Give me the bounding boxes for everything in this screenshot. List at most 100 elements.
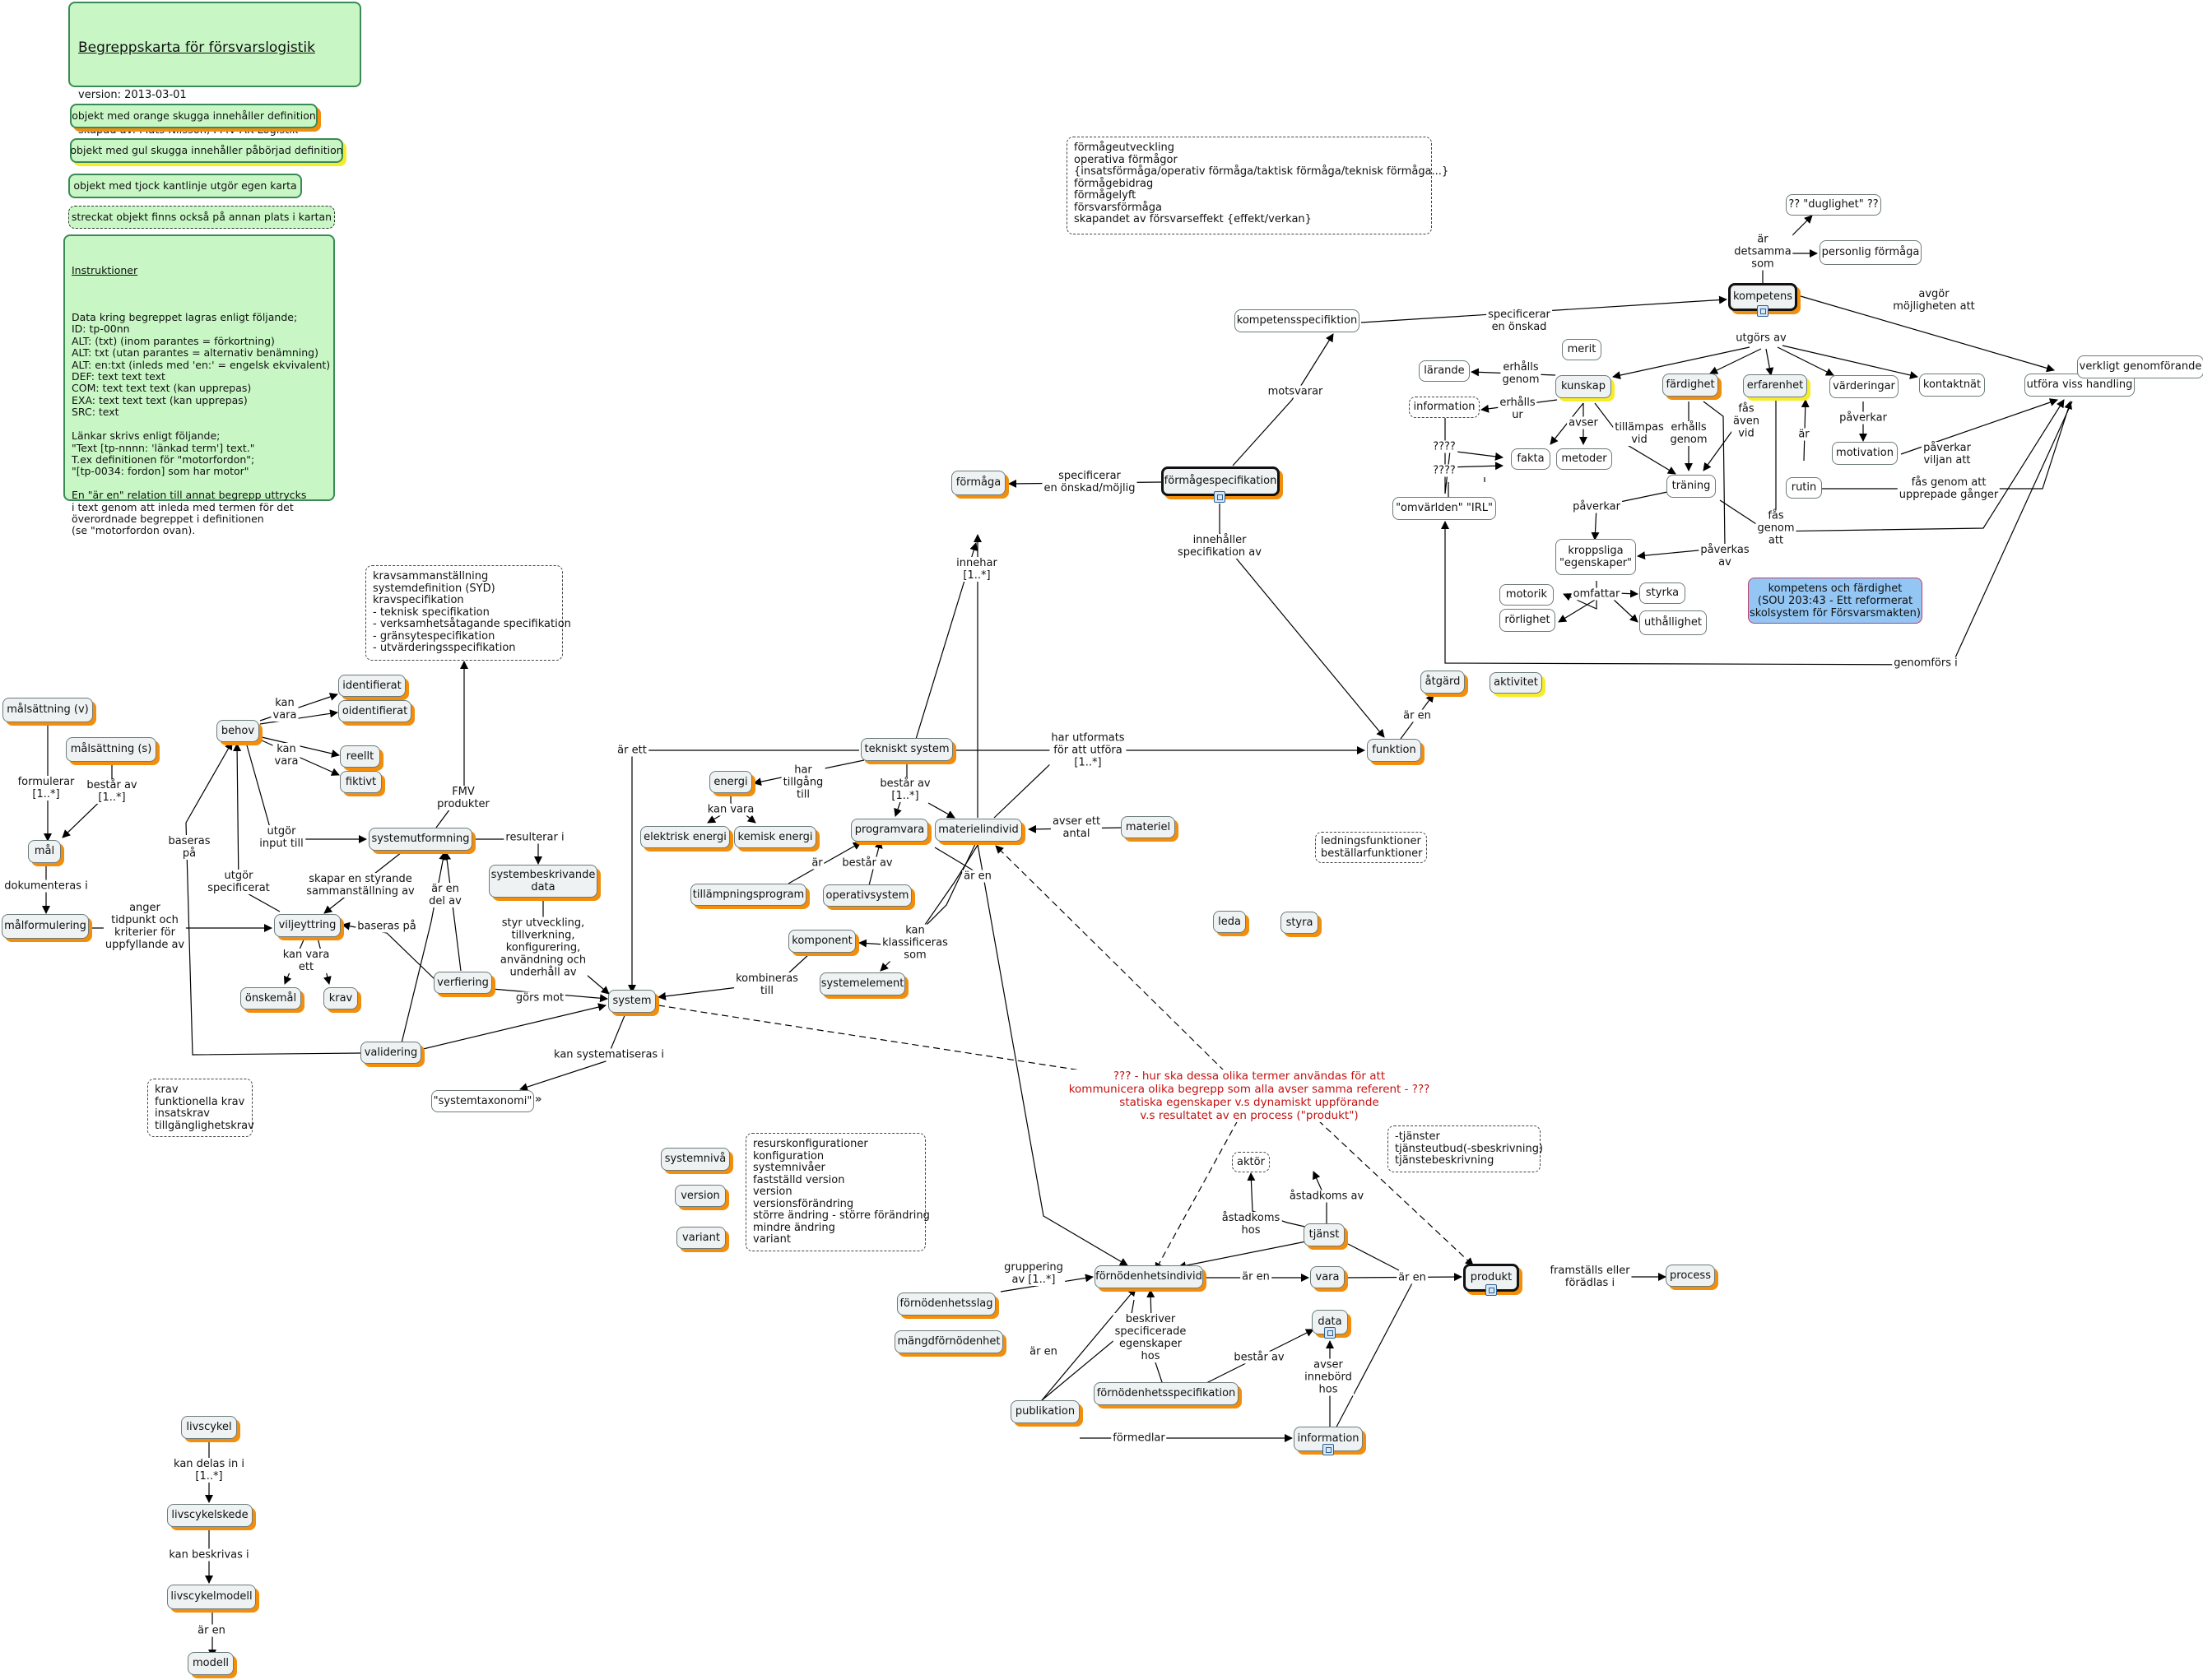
concept-leda[interactable]: leda	[1213, 911, 1246, 933]
concept-kroppsliga-egenskaper[interactable]: kroppsliga "egenskaper"	[1555, 539, 1636, 575]
concept-onskemal[interactable]: önskemål	[240, 987, 301, 1009]
concept-livscykelmodell[interactable]: livscykelmodell	[167, 1585, 256, 1609]
concept-fornodenhetsslag[interactable]: förnödenhetsslag	[897, 1292, 996, 1316]
concept-malsattning-s[interactable]: målsättning (s)	[66, 737, 156, 762]
concept-systemtaxonomi[interactable]: "systemtaxonomi"	[431, 1090, 534, 1112]
concept-traning[interactable]: träning	[1666, 475, 1716, 498]
concept-tillampningsprogram[interactable]: tillämpningsprogram	[690, 884, 806, 906]
concept-kontaktnat[interactable]: kontaktnät	[1919, 374, 1985, 397]
concept-motivation[interactable]: motivation	[1832, 442, 1898, 465]
concept-erfarenhet[interactable]: erfarenhet	[1743, 374, 1807, 397]
concept-styrka[interactable]: styrka	[1639, 582, 1685, 604]
submap-icon[interactable]	[1485, 1284, 1497, 1296]
link-label: utgör input till	[258, 825, 305, 850]
link-label: anger tidpunkt och kriterier för uppfyll…	[103, 902, 187, 951]
concept-mal[interactable]: mål	[28, 840, 61, 863]
link-label: är en del av	[427, 883, 463, 907]
concept-varderingar[interactable]: värderingar	[1829, 375, 1899, 398]
concept-krav[interactable]: krav	[323, 987, 358, 1009]
link-label: baseras på	[166, 835, 212, 860]
concept-kompetensspecifiktion[interactable]: kompetensspecifiktion	[1234, 309, 1359, 332]
submap-icon[interactable]	[1324, 1327, 1336, 1339]
concept-system[interactable]: system	[608, 990, 656, 1013]
concept-fornodenhetsindivid[interactable]: förnödenhetsindivid	[1095, 1265, 1203, 1288]
concept-aktor[interactable]: aktör	[1232, 1152, 1270, 1172]
concept-process[interactable]: process	[1666, 1265, 1715, 1287]
concept-fardighet[interactable]: färdighet	[1662, 374, 1718, 397]
concept-materiel[interactable]: materiel	[1121, 816, 1175, 838]
link-label: dokumenteras i	[2, 879, 90, 893]
concept-verfiering[interactable]: verfiering	[434, 972, 492, 994]
concept-energi[interactable]: energi	[709, 771, 752, 793]
map-version: version: 2013-03-01	[78, 88, 187, 101]
concept-materielindivid[interactable]: materielindivid	[935, 819, 1022, 842]
concept-systemutformning[interactable]: systemutformning	[369, 828, 472, 851]
concept-livscykelskede[interactable]: livscykelskede	[167, 1504, 253, 1527]
link-label: påverkar	[1571, 500, 1622, 513]
link-label: kan vara ett	[281, 949, 332, 973]
concept-tjanst[interactable]: tjänst	[1304, 1223, 1345, 1246]
concept-livscykel[interactable]: livscykel	[181, 1416, 237, 1439]
concept-operativsystem[interactable]: operativsystem	[823, 884, 912, 907]
concept-larande[interactable]: lärande	[1419, 360, 1470, 382]
concept-systembeskrivande-data[interactable]: systembeskrivande data	[489, 865, 597, 898]
concept-validering[interactable]: validering	[360, 1042, 421, 1064]
concept-omvarlden[interactable]: "omvärlden" "IRL"	[1392, 497, 1496, 520]
concept-rorlighet[interactable]: rörlighet	[1499, 609, 1555, 632]
link-label: genomförs i	[1892, 657, 1959, 670]
concept-merit[interactable]: merit	[1562, 339, 1601, 360]
submap-chevron-icon[interactable]: »	[535, 1093, 542, 1106]
concept-funktion[interactable]: funktion	[1367, 739, 1421, 762]
concept-vara[interactable]: vara	[1310, 1266, 1345, 1288]
concept-motorik[interactable]: motorik	[1499, 584, 1554, 606]
concept-komponent[interactable]: komponent	[788, 930, 856, 953]
concept-kunskap[interactable]: kunskap	[1555, 375, 1611, 398]
link-label: kan beskrivas i	[167, 1548, 251, 1562]
submap-icon[interactable]	[1757, 305, 1768, 317]
concept-kompetens-sou[interactable]: kompetens och färdighet (SOU 203:43 - Et…	[1748, 578, 1922, 624]
submap-icon[interactable]	[1322, 1444, 1334, 1455]
concept-fiktivt[interactable]: fiktivt	[340, 771, 382, 793]
concept-personlig-formaga[interactable]: personlig förmåga	[1820, 240, 1922, 265]
concept-fornodenhetsspecifikation[interactable]: förnödenhetsspecifikation	[1094, 1382, 1239, 1405]
concept-fakta[interactable]: fakta	[1511, 448, 1550, 470]
concept-duglighet[interactable]: ?? "duglighet" ??	[1786, 194, 1881, 216]
concept-malformulering[interactable]: målformulering	[2, 914, 89, 939]
concept-tekniskt-system[interactable]: tekniskt system	[861, 738, 953, 761]
note-krav-types: krav funktionella krav insatskrav tillgä…	[147, 1079, 254, 1137]
concept-malsattning-v[interactable]: målsättning (v)	[2, 698, 93, 722]
concept-uthallighet[interactable]: uthållighet	[1639, 610, 1707, 635]
link-label: är ett	[616, 744, 648, 757]
link-label: erhålls ur	[1498, 397, 1537, 421]
concept-kemisk-energi[interactable]: kemisk energi	[734, 826, 816, 848]
concept-publikation[interactable]: publikation	[1011, 1400, 1080, 1423]
concept-metoder[interactable]: metoder	[1556, 448, 1612, 470]
concept-version[interactable]: version	[675, 1185, 726, 1207]
legend-orange: objekt med orange skugga innehåller defi…	[70, 104, 318, 128]
concept-modell[interactable]: modell	[188, 1652, 234, 1675]
concept-mangdfornodenhet[interactable]: mängdförnödenhet	[895, 1330, 1003, 1353]
concept-oidentifierat[interactable]: oidentifierat	[338, 700, 411, 722]
instructions-title: Instruktioner	[72, 263, 138, 276]
concept-identifierat[interactable]: identifierat	[338, 675, 406, 697]
concept-aktivitet[interactable]: aktivitet	[1490, 672, 1542, 694]
submap-icon[interactable]	[1214, 491, 1225, 503]
concept-variant[interactable]: variant	[676, 1227, 726, 1249]
concept-programvara[interactable]: programvara	[851, 819, 928, 842]
link-label: avser innebörd hos	[1303, 1358, 1354, 1396]
concept-information-top[interactable]: information	[1409, 397, 1480, 418]
concept-rutin[interactable]: rutin	[1786, 477, 1822, 499]
link-label: är	[1796, 428, 1811, 441]
concept-styra[interactable]: styra	[1280, 912, 1318, 934]
concept-elektrisk-energi[interactable]: elektrisk energi	[640, 826, 730, 848]
concept-reellt[interactable]: reellt	[340, 745, 380, 768]
concept-viljeyttring[interactable]: viljeyttring	[274, 914, 341, 937]
concept-formaga[interactable]: förmåga	[951, 471, 1006, 495]
concept-systemniva[interactable]: systemnivå	[661, 1148, 730, 1171]
link-label: fås genom att upprepade gånger	[1897, 476, 2001, 501]
instructions-body: Data kring begreppet lagras enligt följa…	[72, 311, 331, 537]
concept-atgard[interactable]: åtgärd	[1420, 671, 1465, 694]
concept-systemelement[interactable]: systemelement	[820, 972, 905, 995]
concept-verkligt-genomforande[interactable]: verkligt genomförande	[2077, 355, 2203, 378]
concept-behov[interactable]: behov	[216, 720, 259, 742]
